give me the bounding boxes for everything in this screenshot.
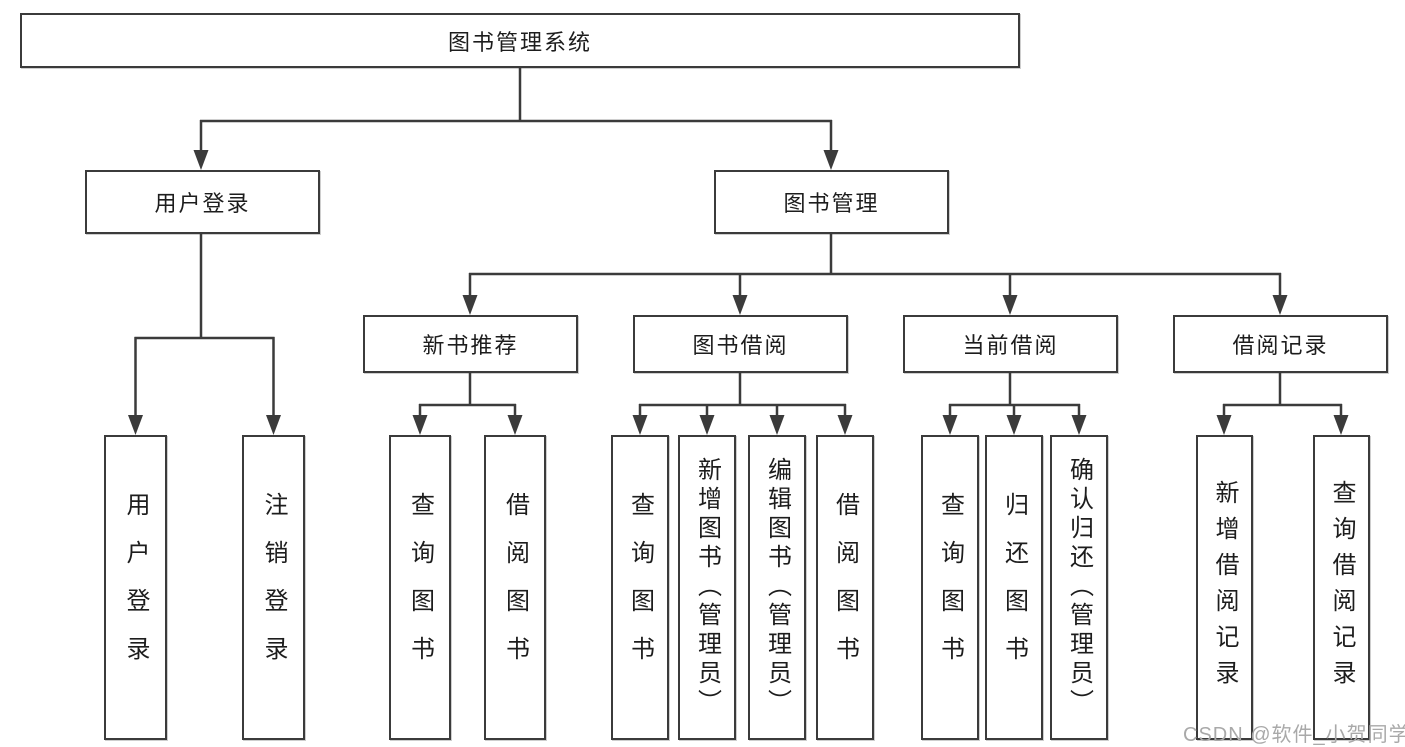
arrowhead-icon: [1071, 415, 1087, 435]
arrowhead-icon: [837, 415, 853, 435]
node-library-management-system: 图书管理系统: [20, 13, 1020, 68]
arrowhead-icon: [128, 415, 143, 435]
leaf-user-login: 用户登录: [104, 435, 167, 740]
leaf-add-borrow-record: 新增借阅记录: [1196, 435, 1253, 740]
arrowhead-icon: [507, 415, 523, 435]
arrowhead-icon: [412, 415, 428, 435]
leaf-borrow-books-recommend: 借阅图书: [484, 435, 546, 740]
arrowhead-icon: [769, 415, 785, 435]
node-new-book-recommendation: 新书推荐: [363, 315, 578, 373]
arrowhead-icon: [732, 295, 748, 315]
leaf-edit-books-admin: 编辑图书（管理员）: [748, 435, 806, 740]
leaf-borrow-books: 借阅图书: [816, 435, 874, 740]
leaf-query-books-current: 查询图书: [921, 435, 979, 740]
arrowhead-icon: [942, 415, 958, 435]
arrowhead-icon: [1002, 295, 1018, 315]
arrowhead-icon: [1272, 295, 1288, 315]
arrowhead-icon: [699, 415, 715, 435]
node-book-management: 图书管理: [714, 170, 949, 234]
leaf-query-borrow-record: 查询借阅记录: [1313, 435, 1370, 740]
node-book-borrowing: 图书借阅: [633, 315, 848, 373]
arrowhead-icon: [1216, 415, 1232, 435]
leaf-add-books-admin: 新增图书（管理员）: [678, 435, 736, 740]
arrowhead-icon: [193, 150, 209, 170]
leaf-query-books-recommend: 查询图书: [389, 435, 451, 740]
arrowhead-icon: [1006, 415, 1022, 435]
arrowhead-icon: [1333, 415, 1349, 435]
node-borrowing-records: 借阅记录: [1173, 315, 1388, 373]
leaf-return-books: 归还图书: [985, 435, 1043, 740]
leaf-logout: 注销登录: [242, 435, 305, 740]
arrowhead-icon: [462, 295, 478, 315]
leaf-confirm-return-admin: 确认归还（管理员）: [1050, 435, 1108, 740]
arrowhead-icon: [266, 415, 281, 435]
arrowhead-icon: [823, 150, 839, 170]
node-current-borrowing: 当前借阅: [903, 315, 1118, 373]
leaf-query-books-borrow: 查询图书: [611, 435, 669, 740]
node-user-login: 用户登录: [85, 170, 320, 234]
csdn-watermark: CSDN @软件_小贺同学: [1183, 724, 1405, 746]
arrowhead-icon: [632, 415, 648, 435]
